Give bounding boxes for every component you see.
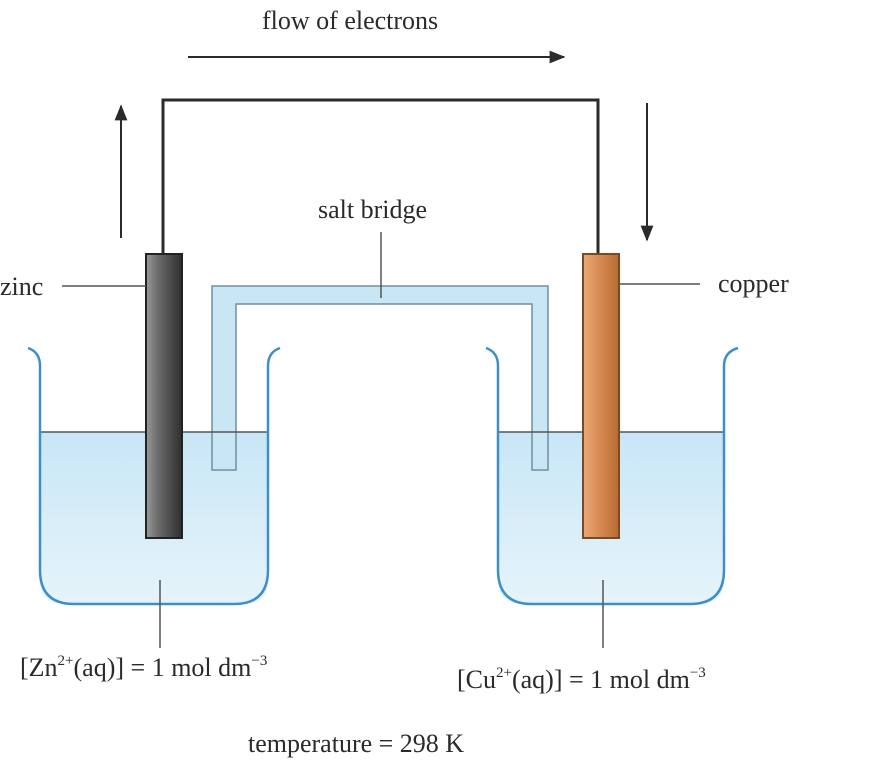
salt-bridge-tube [211,285,549,471]
salt-bridge-label: salt bridge [318,195,427,224]
left-beaker [27,346,281,606]
flow-label: flow of electrons [262,6,438,35]
cu-open: [Cu [457,665,496,694]
zinc-label: zinc [0,272,43,301]
copper-concentration: [Cu2+(aq)] = 1 mol dm−3 [457,665,706,694]
cu-charge: 2+ [496,665,512,681]
cu-exp: −3 [690,665,706,681]
zn-charge: 2+ [58,653,74,669]
copper-label: copper [718,269,789,298]
copper-electrode [582,253,620,539]
cu-mid: (aq)] = 1 mol dm [512,665,690,694]
zn-exp: −3 [251,653,267,669]
right-beaker [485,346,739,606]
external-wire [161,98,600,254]
zn-mid: (aq)] = 1 mol dm [74,653,252,682]
zn-open: [Zn [20,653,58,682]
temperature-label: temperature = 298 K [248,729,464,758]
zinc-concentration: [Zn2+(aq)] = 1 mol dm−3 [20,653,267,682]
zinc-electrode [145,253,183,539]
